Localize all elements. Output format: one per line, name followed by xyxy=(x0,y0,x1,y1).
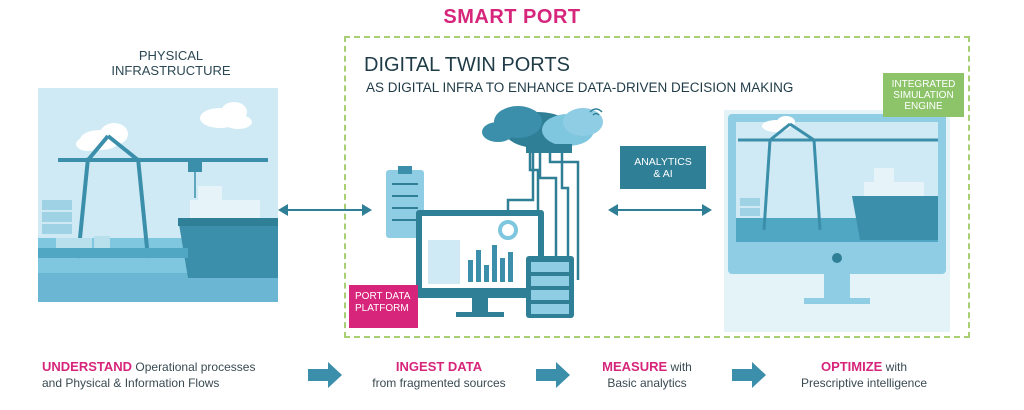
step-understand-keyword: UNDERSTAND xyxy=(42,359,133,374)
data-platform-illustration xyxy=(386,106,603,318)
physical-port-illustration xyxy=(38,88,278,302)
step-measure-line2: Basic analytics xyxy=(607,376,687,390)
physical-label-line2: INFRASTRUCTURE xyxy=(111,63,231,78)
step-ingest-keyword: INGEST DATA xyxy=(395,359,483,374)
step-arrow-2 xyxy=(536,362,570,388)
step-optimize: OPTIMIZE with Prescriptive intelligence xyxy=(784,359,944,391)
simulation-line1: INTEGRATED xyxy=(891,78,956,90)
step-understand-line2: and Physical & Information Flows xyxy=(42,376,220,390)
step-optimize-keyword: OPTIMIZE xyxy=(820,359,883,374)
physical-label-line1: PHYSICAL xyxy=(138,48,204,63)
step-arrow-1 xyxy=(308,362,342,388)
step-ingest-line2: from fragmented sources xyxy=(372,376,506,390)
smart-port-boundary xyxy=(344,36,970,338)
step-arrow-3 xyxy=(732,362,766,388)
simulation-line2: SIMULATION xyxy=(893,89,954,101)
step-measure: MEASURE with Basic analytics xyxy=(582,359,712,391)
digital-twin-subtitle: AS DIGITAL INFRA TO ENHANCE DATA-DRIVEN … xyxy=(366,80,794,95)
physical-infrastructure-label: PHYSICAL INFRASTRUCTURE xyxy=(86,48,256,78)
simulation-monitor-illustration xyxy=(724,110,950,332)
port-data-platform-badge: PORT DATA PLATFORM xyxy=(349,285,418,328)
platform-line2: PLATFORM xyxy=(355,303,409,314)
platform-simulation-link-arrow xyxy=(608,204,712,216)
physical-platform-link-arrow xyxy=(278,204,372,216)
step-measure-keyword: MEASURE xyxy=(602,359,668,374)
step-ingest: INGEST DATA from fragmented sources xyxy=(354,359,524,391)
platform-line1: PORT DATA xyxy=(355,291,411,302)
analytics-line2: & AI xyxy=(653,167,673,180)
simulation-engine-badge: INTEGRATED SIMULATION ENGINE xyxy=(883,73,964,117)
digital-twin-title: DIGITAL TWIN PORTS xyxy=(364,54,570,76)
analytics-line1: ANALYTICS xyxy=(634,155,692,168)
step-understand-rest: Operational processes xyxy=(132,360,256,374)
step-measure-rest: with xyxy=(667,360,692,374)
step-understand: UNDERSTAND Operational processes and Phy… xyxy=(42,359,292,391)
step-optimize-rest: with xyxy=(882,360,908,374)
analytics-ai-badge: ANALYTICS & AI xyxy=(620,146,706,189)
step-optimize-line2: Prescriptive intelligence xyxy=(800,376,928,390)
smart-port-title: SMART PORT xyxy=(443,6,581,28)
simulation-line3: ENGINE xyxy=(904,100,943,112)
